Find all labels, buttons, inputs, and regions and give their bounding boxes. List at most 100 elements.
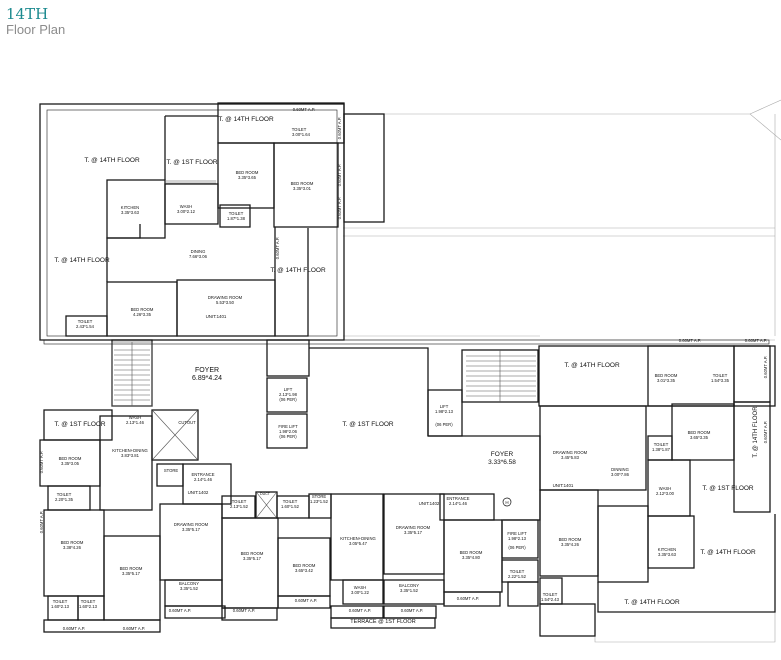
- label-bed-12: BED ROOM: [688, 430, 711, 435]
- label-bed-10: BED ROOM: [559, 537, 582, 542]
- label-foyer-1: FOYER: [195, 367, 219, 374]
- label-balcony-2d: 3.35*1.52: [400, 588, 419, 593]
- label-mt-ap-6: 0.60MT A.P.: [295, 598, 317, 603]
- label-balcony-1d: 3.35*1.52: [180, 586, 199, 591]
- label-bed-10d: 3.35*4.26: [561, 542, 580, 547]
- label-unit-1402b: UNIT:1402: [419, 501, 440, 506]
- label-lift-1: LIFT: [284, 387, 293, 392]
- vertical-labels: 0.60MT A.P. 0.60MT A.P. 0.60MT A.P. 0.60MT …: [39, 117, 768, 533]
- label-mt-ap-3: 0.60MT A.P.: [745, 338, 767, 343]
- label-mt-ap-8: 0.60MT A.P.: [401, 608, 423, 613]
- vlabel-vmt-5: 0.60MT A.P.: [39, 451, 44, 473]
- label-bed-8: BED ROOM: [293, 563, 316, 568]
- label-toilet-10: TOILET: [543, 592, 558, 597]
- label-tterr-1-d: T. @ 1ST FLOOR: [702, 485, 754, 492]
- label-bed-9d: 3.35*4.80: [462, 555, 481, 560]
- label-firelift-1: FIRE LIFT: [278, 424, 298, 429]
- label-tterr-14-b: T. @ 14TH FLOOR: [54, 257, 110, 264]
- label-wash-4: WASH: [659, 486, 671, 491]
- walls: [39, 102, 776, 637]
- label-entrance-2: ENTRANCE: [446, 496, 469, 501]
- label-bed-6d: 3.35*5.17: [122, 571, 141, 576]
- label-toilet-9d: 2.22*1.52: [508, 574, 527, 579]
- label-bed-2d: 3.35*3.01: [293, 186, 312, 191]
- label-lift-2p: (06 PER): [435, 422, 453, 427]
- label-bed-1d: 3.35*3.65: [238, 175, 257, 180]
- label-kd-2: KITCHEN+DINING: [340, 536, 375, 541]
- label-kitchen-2d: 3.35*3.63: [658, 552, 677, 557]
- label-entrance-1d: 2.14*1.46: [194, 477, 213, 482]
- label-tterr-1-c: T. @ 1ST FLOOR: [342, 421, 394, 428]
- label-bed-4d: 3.35*3.05: [61, 461, 80, 466]
- label-firelift-2p: (06 PER): [508, 545, 526, 550]
- floor-subtitle: Floor Plan: [6, 22, 66, 37]
- label-kitchen-2: KITCHEN: [658, 547, 676, 552]
- label-kitchen-1d: 3.35*3.63: [121, 210, 140, 215]
- label-mt-ap-10: 0.60MT A.P.: [63, 626, 85, 631]
- label-duct: DUCT: [260, 492, 271, 496]
- label-tterr-14-e: T. @ 14TH FLOOR: [700, 549, 756, 556]
- label-drawing-1: DRAWING ROOM: [208, 295, 243, 300]
- label-lift-1d: 2.13*1.98: [279, 392, 298, 397]
- svg-text:H: H: [505, 500, 508, 505]
- label-bed-5: BED ROOM: [61, 540, 84, 545]
- label-wash-3d: 3.00*1.22: [351, 590, 370, 595]
- label-drawing-4d: 3.45*5.83: [561, 455, 580, 460]
- cutout-void: [152, 410, 198, 460]
- vlabel-vmt-7: 0.60MT A.P.: [763, 356, 768, 378]
- vlabel-vmt-2: 0.60MT A.P.: [337, 164, 342, 186]
- floor-title: 14TH: [6, 5, 49, 23]
- label-entrance-2d: 2.14*1.46: [449, 501, 468, 506]
- label-toilet-6d: 1.60*2.13: [79, 604, 98, 609]
- label-bed-11: BED ROOM: [655, 373, 678, 378]
- label-unit-1401b: UNIT:1401: [553, 483, 574, 488]
- label-bed-9: BED ROOM: [460, 550, 483, 555]
- label-toilet-5: TOILET: [53, 599, 68, 604]
- label-toilet-2: TOILET: [229, 211, 244, 216]
- label-kd-2d: 3.05*5.47: [349, 541, 368, 546]
- label-bed-7d: 3.35*5.17: [243, 556, 262, 561]
- staircase-top: [166, 180, 216, 184]
- label-foyer-2d: 3.33*6.58: [488, 459, 516, 466]
- label-wash-2d: 2.13*1.46: [126, 420, 145, 425]
- label-toilet-3: TOILET: [78, 319, 93, 324]
- label-toilet-12: TOILET: [654, 442, 669, 447]
- label-firelift-2d: 1.98*2.13: [508, 536, 527, 541]
- label-balcony-1: BALCONY: [179, 581, 199, 586]
- label-bed-7: BED ROOM: [241, 551, 264, 556]
- label-drawing-2: DRAWING ROOM: [174, 522, 209, 527]
- label-drawing-3d: 3.35*5.17: [404, 530, 423, 535]
- label-firelift-1p: (06 PER): [279, 434, 297, 439]
- staircase-left: [111, 341, 153, 407]
- label-store-2: STORE: [312, 494, 327, 499]
- label-dinning-2d: 3.00*7.86: [611, 472, 630, 477]
- label-foyer-1d: 6.89*4.24: [192, 375, 222, 382]
- label-toilet-12d: 1.38*1.87: [652, 447, 671, 452]
- label-unit-1402a: UNIT:1402: [188, 490, 209, 495]
- vlabel-vterr-14: T. @ 14TH FLOOR: [753, 406, 759, 458]
- label-wash-1: WASH: [180, 204, 192, 209]
- label-mt-ap-5: 0.60MT A.P.: [233, 608, 255, 613]
- label-drawing-1d: 5.53*3.50: [216, 300, 235, 305]
- label-toilet-9: TOILET: [510, 569, 525, 574]
- label-dinning-2: DINNING: [611, 467, 629, 472]
- label-kd-1: KITCHEN+DINING: [112, 448, 147, 453]
- vlabel-vmt-8: 0.60MT A.P.: [763, 421, 768, 443]
- label-bed-2: BED ROOM: [291, 181, 314, 186]
- label-wash-1d: 3.00*2.12: [177, 209, 196, 214]
- label-toilet-5d: 1.60*2.13: [51, 604, 70, 609]
- label-wash-2: WASH: [129, 415, 141, 420]
- duct-shaft: [256, 492, 277, 518]
- label-mt-ap-7: 0.60MT A.P.: [349, 608, 371, 613]
- label-drawing-3: DRAWING ROOM: [396, 525, 431, 530]
- vlabel-vmt-3: 0.60MT A.P.: [337, 197, 342, 219]
- label-bed-8d: 3.65*3.42: [295, 568, 314, 573]
- vlabel-vmt-6: 0.60MT A.P.: [39, 511, 44, 533]
- vlabel-vmt-4: 0.60MT A.P.: [275, 237, 280, 259]
- label-bed-12d: 3.65*3.35: [690, 435, 709, 440]
- label-bed-11d: 3.01*3.35: [657, 378, 676, 383]
- label-mt-ap-1: 0.60MT A.P.: [293, 107, 315, 112]
- label-cutout: CUTOUT: [178, 420, 196, 425]
- label-firelift-1d: 1.98*2.06: [279, 429, 298, 434]
